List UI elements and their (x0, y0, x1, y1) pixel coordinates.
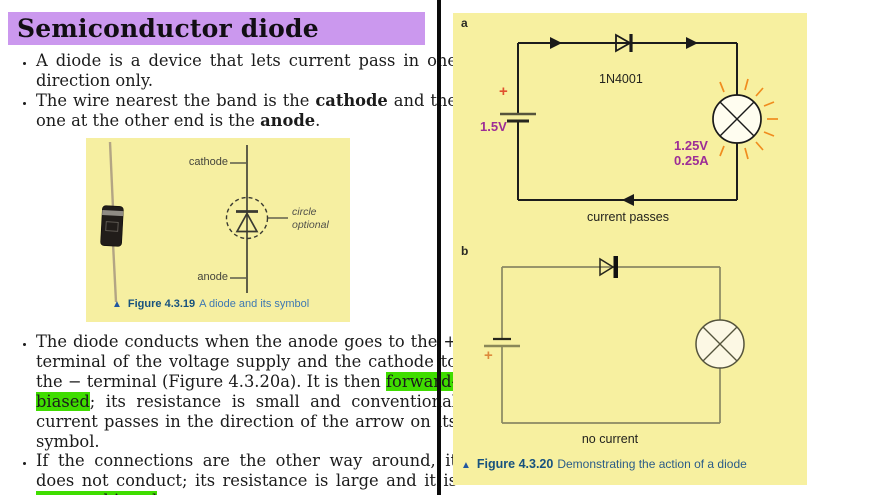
bullet-item: If the connections are the other way aro… (36, 451, 457, 495)
bullet-list-bottom: The diode conducts when the anode goes t… (14, 332, 457, 495)
figure-4-3-19-panel: cathode anode circle optional ▲ Figure 4.… (86, 138, 350, 322)
bullet-list-top: A diode is a device that lets current pa… (14, 51, 457, 131)
title-bar: Semiconductor diode (8, 12, 425, 45)
anode-label: anode (197, 271, 228, 283)
lamp-b (695, 319, 745, 369)
figure-4-3-20-panel: a + 1.5V 1N4001 1.25V 0.25A current pass… (453, 13, 807, 485)
battery-a-plus-sign: + (499, 83, 508, 100)
cathode-label: cathode (188, 156, 228, 168)
figure-number: Figure 4.3.20 (476, 457, 554, 471)
column-divider (437, 0, 441, 495)
lamp-light-rays (719, 78, 778, 160)
bullet3-p2: ; its resistance is small and convention… (36, 391, 457, 451)
caption-triangle-icon: ▲ (461, 460, 471, 471)
bullet2-post: . (315, 110, 321, 130)
figure-description: Demonstrating the action of a diode (557, 457, 747, 471)
diode-symbol (225, 145, 269, 293)
bullet3-p1: The diode conducts when the anode goes t… (36, 332, 457, 391)
figure-description: A diode and its symbol (199, 298, 310, 310)
battery-b-plus-sign: + (484, 347, 493, 364)
diode-and-symbol-drawing (100, 141, 288, 303)
bullet4-p1: If the connections are the other way aro… (36, 451, 457, 491)
bullet4-p2: . (157, 491, 162, 495)
circuit-a (500, 33, 778, 206)
diode-part-number: 1N4001 (599, 72, 643, 86)
lamp-voltage: 1.25V (674, 138, 708, 153)
bullet-item: A diode is a device that lets current pa… (36, 51, 457, 91)
circuit-diagrams (484, 33, 778, 424)
reverse-biased-highlight: reverse-biased (36, 491, 158, 495)
bullet-item: The wire nearest the band is the cathode… (36, 91, 457, 131)
current-direction-arrows (550, 37, 698, 206)
figure-number: Figure 4.3.19 (127, 298, 196, 310)
battery-a (500, 112, 536, 123)
diode-photo (100, 141, 124, 303)
circuit-a-caption: current passes (587, 210, 669, 224)
label-lines (230, 162, 288, 279)
lamp-a (712, 94, 762, 144)
caption-triangle-icon: ▲ (112, 299, 122, 310)
circuit-b (484, 256, 745, 424)
bullet1-text: A diode is a device that lets current pa… (36, 51, 457, 90)
battery-a-voltage: 1.5V (480, 119, 507, 134)
circuit-b-label: b (461, 244, 469, 258)
lamp-current: 0.25A (674, 152, 709, 168)
bullet2-bold-anode: anode (260, 110, 316, 130)
bullet2-bold-cathode: cathode (315, 90, 388, 110)
page-title: Semiconductor diode (17, 14, 319, 43)
diode-b-symbol (599, 256, 618, 278)
circuit-a-label: a (461, 16, 468, 30)
lamp-ratings: 1.25V 0.25A (674, 138, 709, 168)
battery-b (484, 337, 520, 348)
bullet2-mid: and the one at the other end is the (36, 90, 457, 130)
diode-a-symbol (615, 33, 633, 53)
circle-optional-label: circle optional (292, 206, 329, 231)
bullet2-pre: The wire nearest the band is the (36, 90, 316, 110)
circuit-b-caption: no current (581, 432, 639, 446)
bullet-item: The diode conducts when the anode goes t… (36, 332, 457, 451)
